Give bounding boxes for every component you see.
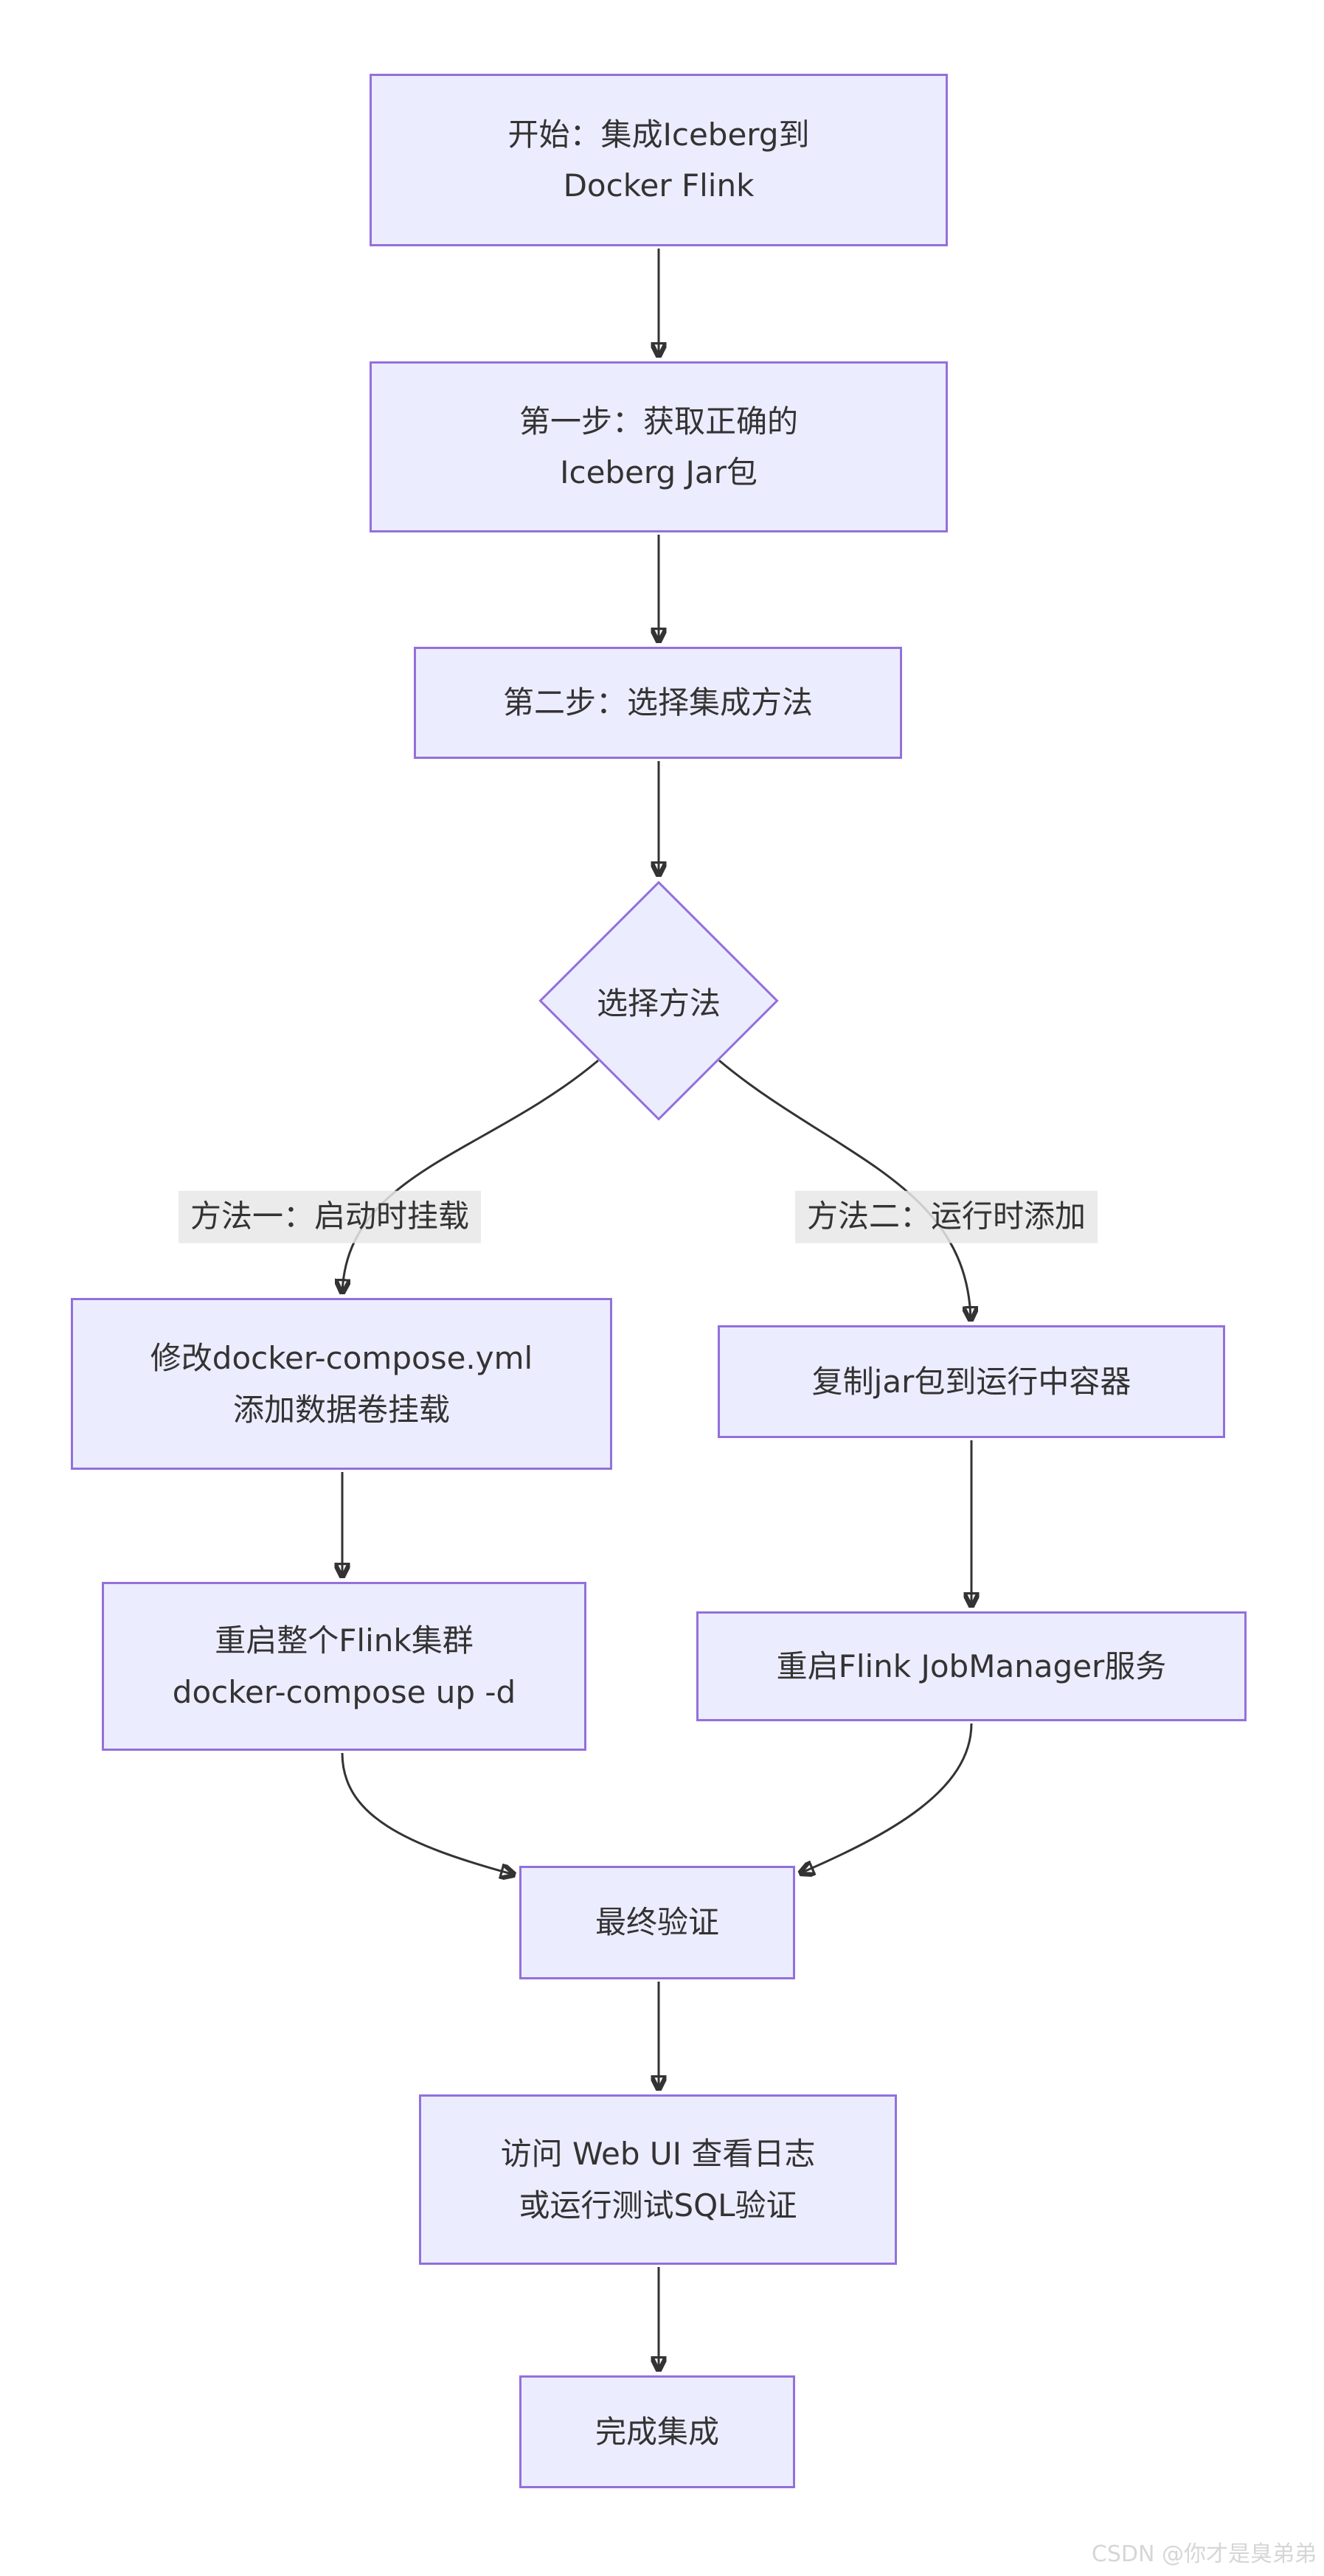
edge-m2s2-verify: [800, 1723, 973, 1873]
node-step2: 第二步：选择集成方法: [414, 647, 902, 759]
edge-label-method1: 方法一：启动时挂载: [178, 1190, 482, 1243]
edge-label-method2: 方法二：运行时添加: [794, 1190, 1098, 1243]
csdn-watermark: CSDN @你才是臭弟弟: [1091, 2541, 1317, 2567]
node-method2-step2: 重启Flink JobManager服务: [696, 1611, 1247, 1721]
node-method1-step1: 修改docker-compose.yml 添加数据卷挂载: [71, 1298, 612, 1470]
node-method2-step1: 复制jar包到运行中容器: [718, 1325, 1225, 1438]
node-done: 完成集成: [519, 2375, 795, 2488]
node-start: 开始：集成Iceberg到 Docker Flink: [370, 74, 948, 246]
node-method1-step2: 重启整个Flink集群 docker-compose up -d: [102, 1582, 586, 1751]
edge-choose-method1: [342, 1059, 599, 1293]
node-webui: 访问 Web UI 查看日志 或运行测试SQL验证: [419, 2094, 897, 2265]
edge-m1s2-verify: [341, 1752, 514, 1875]
node-verify: 最终验证: [519, 1866, 795, 1979]
node-choose-label: 选择方法: [596, 985, 721, 1021]
node-step1: 第一步：获取正确的 Iceberg Jar包: [370, 361, 948, 532]
